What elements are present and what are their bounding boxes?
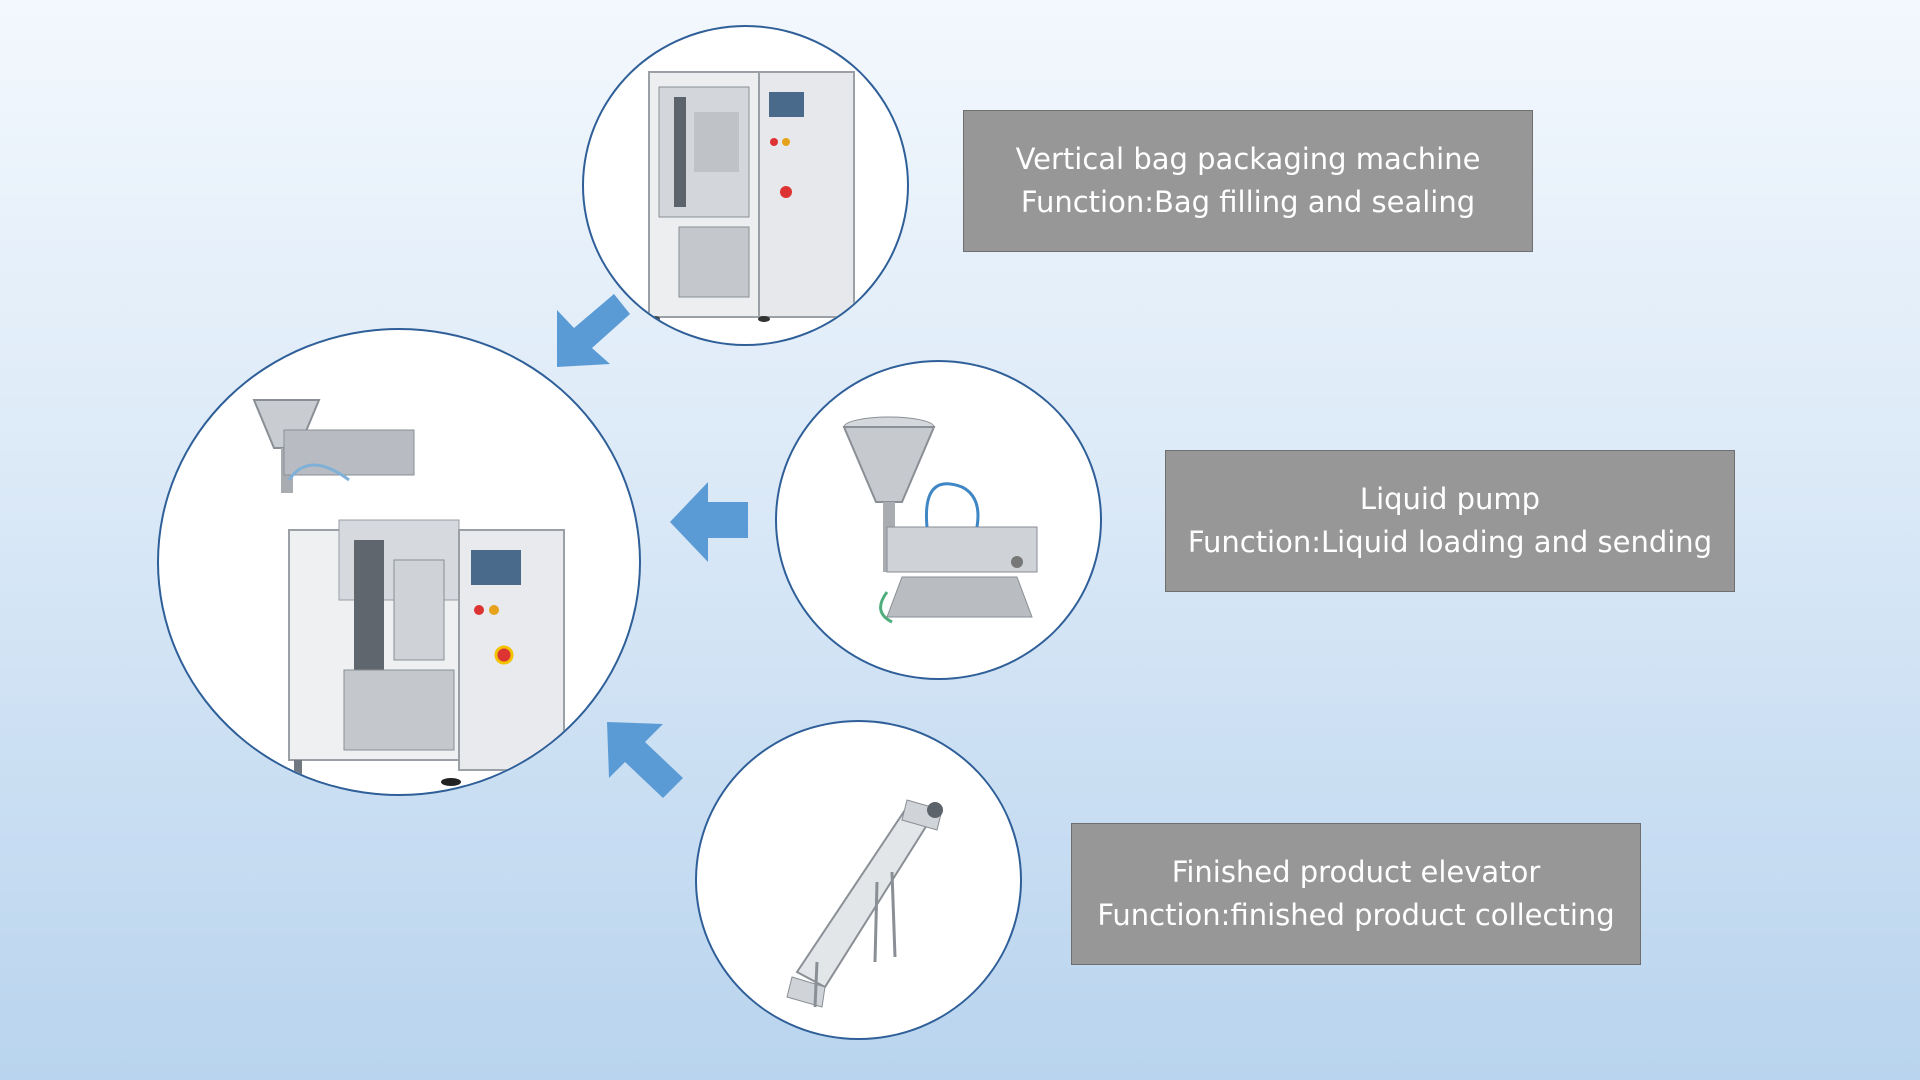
vertical-bag-packaging-machine-image bbox=[639, 65, 864, 330]
arrow-from-middle-icon bbox=[670, 482, 748, 562]
vertical-bag-packaging-machine-circle bbox=[582, 25, 909, 346]
inclined-conveyor-elevator-image bbox=[752, 772, 1007, 1017]
finished-product-elevator-circle bbox=[695, 720, 1022, 1040]
label-title: Finished product elevator bbox=[1171, 855, 1541, 889]
label-title: Liquid pump bbox=[1359, 482, 1541, 516]
label-function: Function:Liquid loading and sending bbox=[1187, 525, 1713, 559]
main-machine-circle bbox=[157, 328, 641, 796]
arrow-from-bottom-icon bbox=[607, 722, 683, 798]
vertical-bag-packaging-machine-label: Vertical bag packaging machine Function:… bbox=[963, 110, 1533, 252]
label-title: Vertical bag packaging machine bbox=[1015, 142, 1481, 176]
label-function: Function:Bag filling and sealing bbox=[1020, 185, 1476, 219]
finished-product-elevator-label: Finished product elevator Function:finis… bbox=[1071, 823, 1641, 965]
liquid-pump-label: Liquid pump Function:Liquid loading and … bbox=[1165, 450, 1735, 592]
arrow-from-bottom-shape bbox=[607, 722, 683, 798]
arrow-from-middle-shape bbox=[670, 482, 748, 562]
liquid-pump-image bbox=[829, 402, 1059, 637]
liquid-pump-circle bbox=[775, 360, 1102, 680]
label-function: Function:finished product collecting bbox=[1097, 898, 1615, 932]
arrow-from-top-icon bbox=[557, 294, 630, 367]
main-machine-image bbox=[237, 390, 587, 786]
arrow-from-top-shape bbox=[557, 294, 630, 367]
